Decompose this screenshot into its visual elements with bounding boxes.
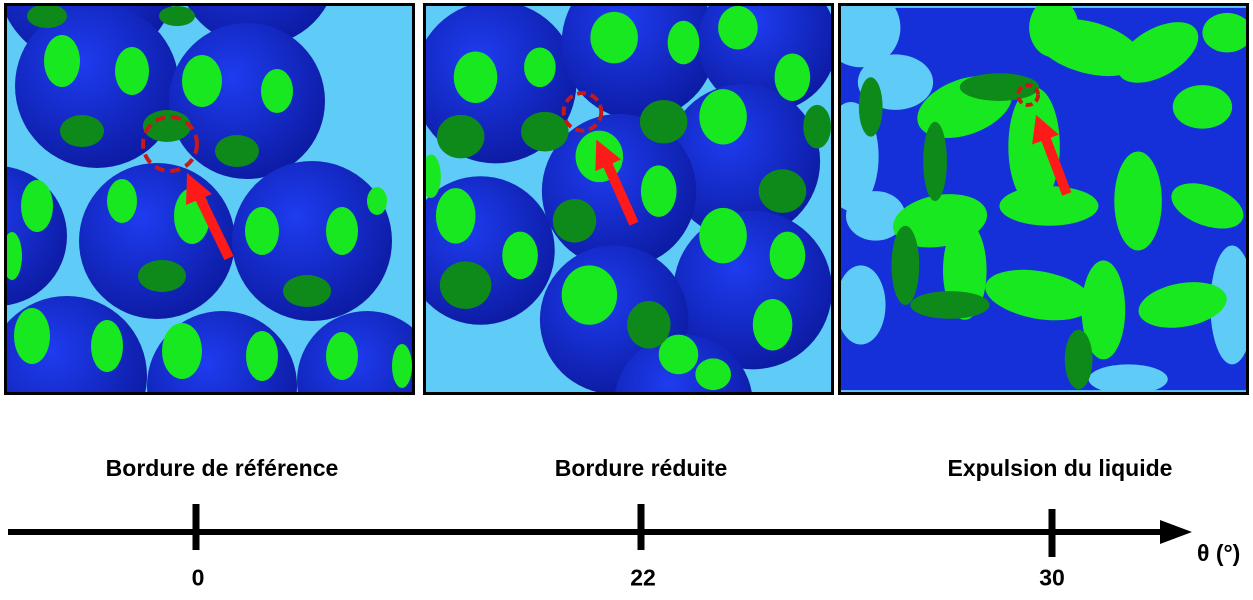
panel-reference-border: [4, 3, 415, 395]
pore-highlight-circle: [1016, 83, 1041, 107]
theta-axis: [8, 504, 1192, 557]
tick-label-22: 22: [630, 564, 656, 591]
particle-rendering-expulsion: [841, 6, 1246, 392]
red-arrow-icon: [186, 173, 234, 261]
pore-highlight-circle: [141, 115, 199, 173]
axis-label: θ (°): [1197, 540, 1241, 566]
axis-arrowhead-icon: [1160, 520, 1192, 544]
red-arrow-icon: [595, 139, 639, 226]
stage-label-reference-border: Bordure de référence: [105, 455, 339, 481]
stage-label-liquid-expulsion: Expulsion du liquide: [947, 455, 1173, 481]
panel-liquid-expulsion: [838, 3, 1249, 395]
pore-highlight-circle: [561, 91, 604, 133]
red-arrow-icon: [1032, 114, 1072, 196]
particle-rendering-reduced: [426, 6, 831, 392]
panel-reduced-border: [423, 3, 834, 395]
particle-rendering-reference: [7, 6, 412, 392]
tick-label-0: 0: [191, 564, 205, 591]
stage-label-reduced-border: Bordure réduite: [554, 455, 728, 481]
tick-label-30: 30: [1039, 564, 1065, 591]
